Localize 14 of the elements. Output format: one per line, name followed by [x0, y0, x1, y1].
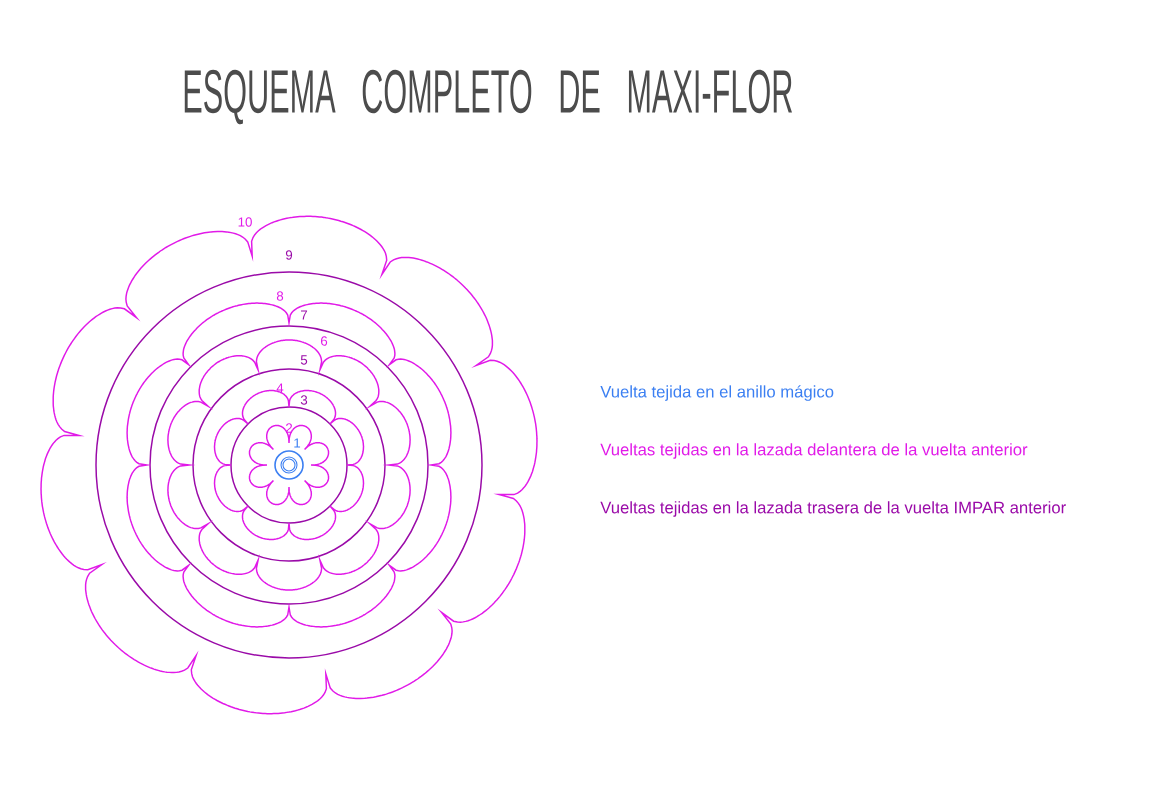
round-number: 7: [301, 310, 308, 320]
legend-text: Vueltas tejidas en la lazada delantera de la vuelta anterior: [600, 443, 1028, 459]
round-number: 1: [294, 438, 301, 448]
round-number: 9: [285, 250, 293, 260]
round-number: 8: [276, 291, 284, 301]
round-number: 5: [300, 355, 308, 365]
legend-text: Vueltas tejidas en la lazada trasera de la vuelta IMPAR anterior: [600, 501, 1066, 517]
round-number: 4: [276, 383, 284, 393]
round-number: 2: [285, 423, 293, 433]
title: ESQUEMA COMPLETO DE MAXI-FLOR: [184, 69, 792, 125]
legend-text: Vuelta tejida en el anillo mágico: [600, 385, 834, 401]
round-number: 10: [238, 217, 252, 227]
round-number: 3: [300, 395, 308, 405]
round-number: 6: [320, 336, 328, 346]
